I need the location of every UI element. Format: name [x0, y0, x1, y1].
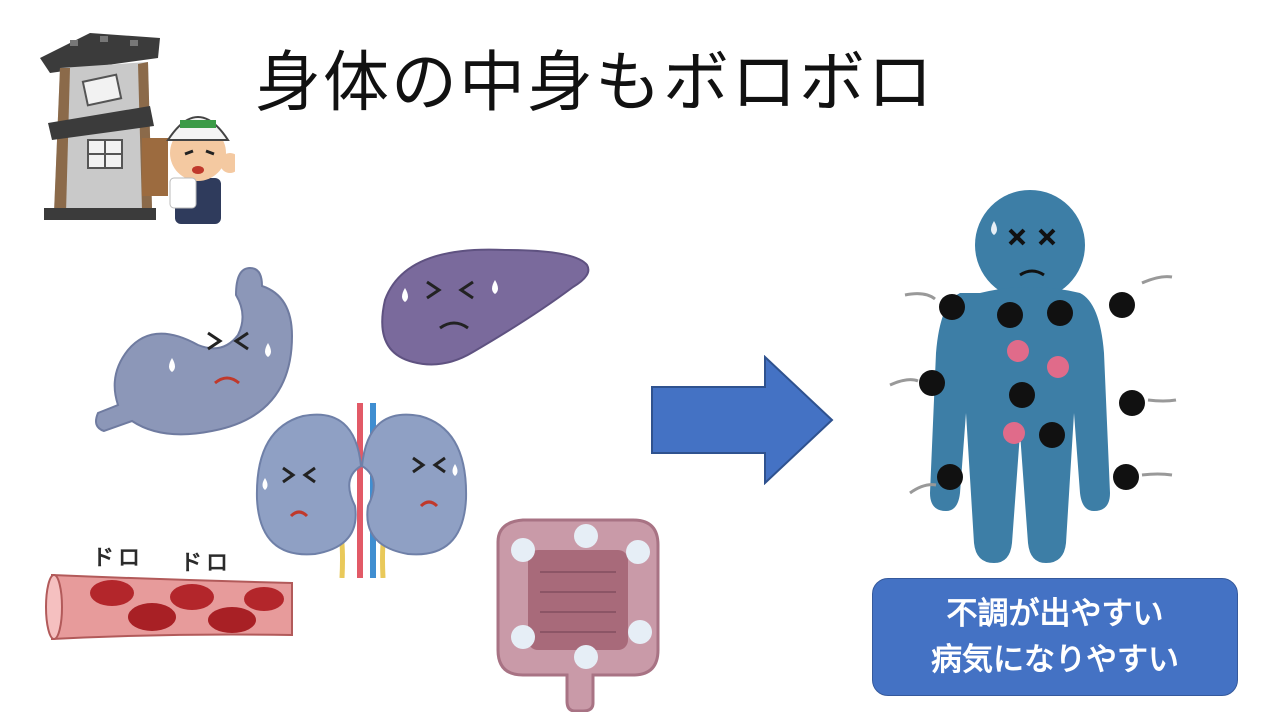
right-arrow-icon: [651, 355, 834, 485]
sad-stomach-illustration: [95, 266, 294, 436]
clogged-blood-vessel-illustration: [45, 573, 293, 641]
callout-line-2: 病気になりやすい: [931, 642, 1179, 678]
doro-label-left: ドロ: [92, 546, 145, 571]
sad-kidneys-illustration: [255, 403, 468, 578]
crumbling-house-worker-illustration: [40, 33, 235, 224]
callout-line-1: 不調が出やすい: [946, 596, 1164, 632]
sick-person-germs-illustration: [889, 190, 1177, 563]
sad-intestine-illustration: [496, 518, 660, 712]
sad-liver-illustration: [381, 248, 590, 366]
page-title: 身体の中身もボロボロ: [255, 44, 935, 121]
symptom-callout-box: 不調が出やすい 病気になりやすい: [872, 578, 1238, 696]
doro-label-right: ドロ: [180, 551, 233, 576]
